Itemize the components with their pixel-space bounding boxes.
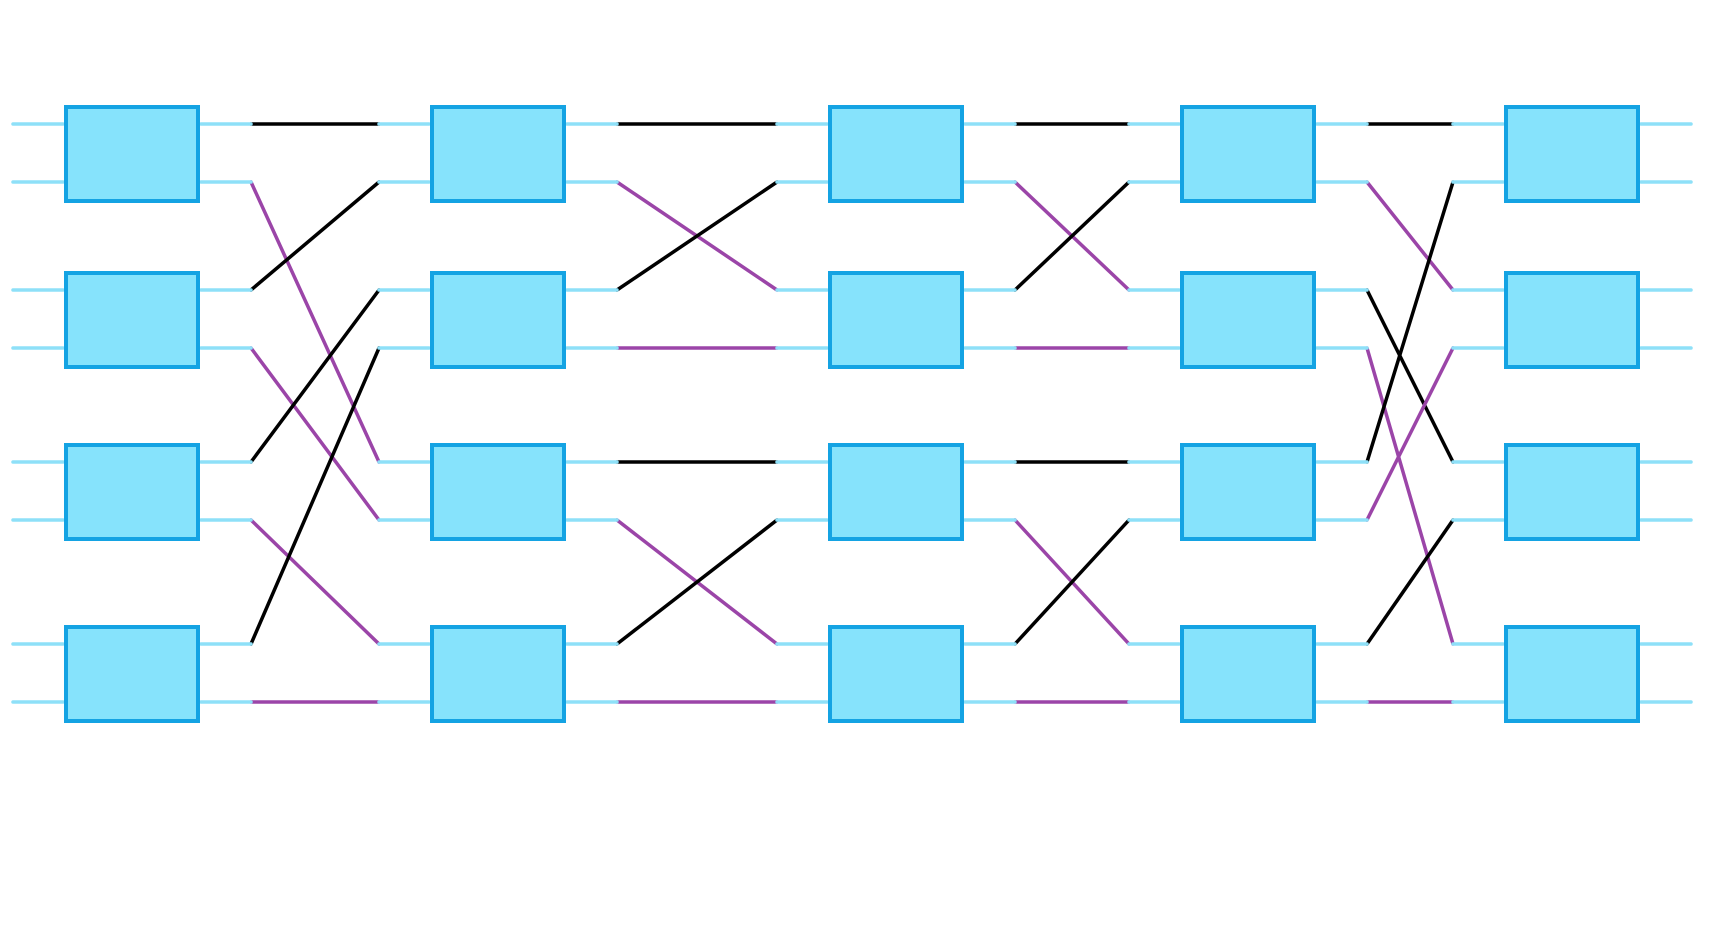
switch-box bbox=[1180, 443, 1316, 541]
link-line bbox=[1365, 346, 1455, 522]
switch-box bbox=[1504, 443, 1640, 541]
switch-box bbox=[828, 443, 964, 541]
links-layer bbox=[249, 122, 1455, 704]
link-line bbox=[1365, 180, 1455, 292]
link-line bbox=[615, 518, 779, 646]
switch-box bbox=[1504, 105, 1640, 203]
switch-box bbox=[1180, 271, 1316, 369]
link-line bbox=[615, 180, 779, 292]
switch-box bbox=[1180, 625, 1316, 723]
switch-box bbox=[1504, 271, 1640, 369]
link-line bbox=[249, 180, 381, 292]
link-line bbox=[1013, 518, 1131, 646]
switch-box bbox=[430, 443, 566, 541]
link-line bbox=[1365, 180, 1455, 464]
switch-box bbox=[430, 625, 566, 723]
switch-box bbox=[1180, 105, 1316, 203]
switch-box bbox=[64, 625, 200, 723]
link-line bbox=[249, 180, 381, 464]
switch-box bbox=[64, 105, 200, 203]
link-line bbox=[249, 518, 381, 646]
switch-box bbox=[1504, 625, 1640, 723]
switch-box bbox=[430, 105, 566, 203]
port-stubs-layer bbox=[11, 122, 1693, 704]
link-line bbox=[249, 346, 381, 646]
link-line bbox=[249, 346, 381, 522]
switches-layer bbox=[64, 105, 1640, 723]
switch-box bbox=[828, 105, 964, 203]
switch-box bbox=[64, 271, 200, 369]
switch-box bbox=[64, 443, 200, 541]
link-line bbox=[1365, 288, 1455, 464]
link-line bbox=[1365, 346, 1455, 646]
switch-box bbox=[828, 625, 964, 723]
switch-box bbox=[430, 271, 566, 369]
switch-box bbox=[828, 271, 964, 369]
link-line bbox=[1013, 180, 1131, 292]
link-line bbox=[249, 288, 381, 464]
link-line bbox=[1365, 518, 1455, 646]
